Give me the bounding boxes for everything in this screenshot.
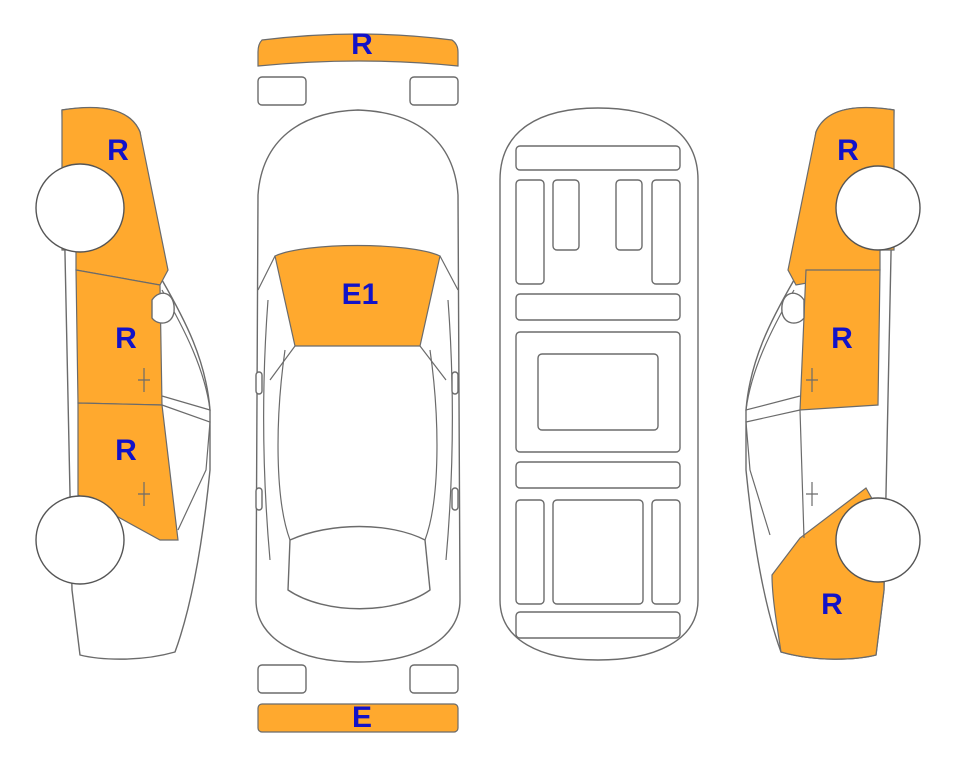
rear-bumper-panel[interactable]	[257, 703, 459, 733]
right-rear-door-label: R	[831, 322, 853, 355]
right-mirror	[451, 371, 459, 395]
left-rear-door-label: R	[115, 434, 137, 467]
right-front-seat	[615, 179, 643, 251]
right-mirror-rear	[451, 487, 459, 511]
right-rear-handle	[806, 368, 818, 392]
right-front-handle	[806, 482, 818, 506]
right-mirror-side	[781, 292, 805, 324]
rear-left-light	[257, 664, 307, 694]
front-right-light	[409, 76, 459, 106]
left-rear-handle	[138, 482, 150, 506]
top-right-pillar	[419, 255, 459, 381]
left-mirror-side	[151, 292, 175, 324]
left-window-rear	[161, 404, 211, 531]
top-left-side	[263, 299, 271, 561]
front-crossbar	[515, 293, 681, 321]
rear-right-light	[409, 664, 459, 694]
hood-label: E1	[342, 278, 379, 311]
top-right-inner	[424, 349, 438, 541]
left-mirror-rear	[255, 487, 263, 511]
rear-end: E	[257, 664, 459, 734]
front-bumper-label: R	[351, 28, 373, 61]
left-front-door-label: R	[115, 322, 137, 355]
top-right-side	[445, 299, 453, 561]
hood-panel[interactable]	[274, 244, 441, 347]
right-rear-wheel	[835, 165, 921, 251]
front-left-light	[257, 76, 307, 106]
top-view: E1	[255, 109, 461, 663]
right-rear-quarter-label: R	[837, 134, 859, 167]
right-rear-door-panel	[651, 499, 681, 605]
right-window-rear	[745, 409, 801, 536]
left-front-door-panel	[515, 179, 545, 285]
top-left-pillar	[257, 255, 296, 381]
left-front-fender-label: R	[107, 134, 129, 167]
front-end: R	[257, 28, 459, 106]
rear-crossbar	[515, 461, 681, 489]
right-front-wheel	[835, 497, 921, 583]
left-side-view: R R R	[35, 106, 211, 660]
right-side-view: R R R	[745, 106, 921, 660]
dashboard	[515, 145, 681, 171]
front-bumper-panel[interactable]	[257, 33, 459, 67]
right-rear-fender-label: R	[821, 588, 843, 621]
left-front-handle	[138, 368, 150, 392]
right-door-seam	[799, 409, 805, 539]
left-rear-door-panel	[515, 499, 545, 605]
rear-window	[287, 525, 431, 610]
floor-inner	[537, 353, 659, 431]
left-rear-wheel	[35, 495, 125, 585]
top-left-inner	[277, 349, 291, 541]
right-front-door-panel	[651, 179, 681, 285]
interior-view	[499, 107, 699, 661]
left-front-wheel	[35, 163, 125, 253]
left-front-seat	[552, 179, 580, 251]
rear-seat	[552, 499, 644, 605]
rear-bumper-label: E	[352, 701, 372, 734]
left-mirror	[255, 371, 263, 395]
trunk-panel	[515, 611, 681, 639]
